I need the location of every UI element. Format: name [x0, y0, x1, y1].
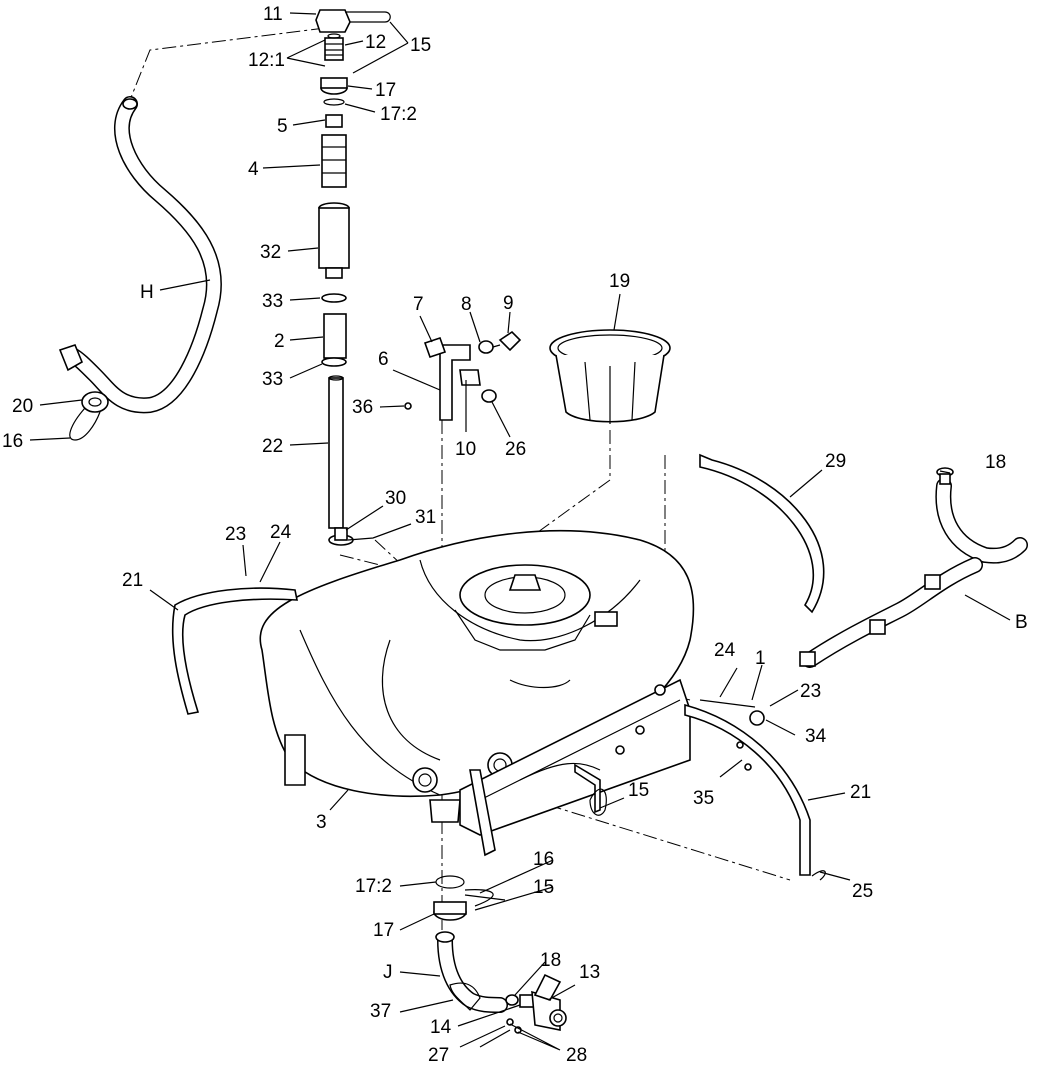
callout-30: 30 — [385, 488, 406, 509]
callout-26: 26 — [505, 439, 526, 460]
callout-20: 20 — [12, 396, 33, 417]
callout-37: 37 — [370, 1001, 391, 1022]
callout-6: 6 — [378, 349, 389, 370]
callout-16-bottom: 16 — [533, 849, 554, 870]
callout-3: 3 — [316, 812, 327, 833]
callout-28: 28 — [566, 1045, 587, 1066]
callout-24-left: 24 — [270, 522, 292, 543]
callout-18-right: 18 — [985, 452, 1006, 473]
callout-17-2-top: 17:2 — [380, 104, 417, 125]
leader-lines — [29, 12, 1011, 1051]
callout-25: 25 — [852, 881, 873, 902]
strap-29 — [699, 453, 825, 614]
callout-15-top: 15 — [410, 35, 431, 56]
callout-17-bottom: 17 — [373, 920, 394, 941]
callout-31: 31 — [415, 507, 436, 528]
strap-21-left — [171, 587, 298, 715]
callout-hose-b: B — [1015, 612, 1028, 633]
callout-34: 34 — [805, 726, 827, 747]
callout-7: 7 — [413, 294, 424, 315]
callout-17-2-bottom: 17:2 — [355, 876, 392, 897]
callout-18-bottom: 18 — [540, 950, 561, 971]
callout-19: 19 — [609, 271, 630, 292]
tank — [259, 529, 695, 857]
callout-21-right: 21 — [850, 782, 871, 803]
callout-24-right: 24 — [714, 640, 736, 661]
callout-hose-j: J — [383, 962, 393, 983]
callout-35: 35 — [693, 788, 714, 809]
callout-23-left: 23 — [225, 524, 246, 545]
callout-15-bottom: 15 — [533, 877, 554, 898]
hose-b — [799, 467, 1028, 668]
callout-8: 8 — [461, 294, 472, 315]
callout-10: 10 — [455, 439, 476, 460]
callout-33-upper: 33 — [262, 291, 283, 312]
callout-5: 5 — [277, 116, 288, 137]
callout-16-left: 16 — [2, 431, 23, 452]
valve-assembly — [404, 330, 522, 421]
callout-14: 14 — [430, 1017, 452, 1038]
hose-h — [58, 96, 222, 441]
callout-4: 4 — [248, 159, 259, 180]
callout-11: 11 — [263, 4, 283, 25]
callout-labels: 11 12 12:1 15 17 17:2 5 4 32 33 2 33 22 … — [2, 4, 1028, 1066]
small-clips — [589, 763, 826, 881]
callout-1: 1 — [755, 648, 766, 669]
callout-36: 36 — [352, 397, 373, 418]
callout-hose-h: H — [140, 282, 154, 303]
strap-21-right — [684, 699, 811, 876]
callout-2: 2 — [274, 331, 285, 352]
callout-29: 29 — [825, 451, 846, 472]
callout-15-right: 15 — [628, 780, 649, 801]
callout-9: 9 — [503, 293, 514, 314]
callout-21-left: 21 — [122, 570, 143, 591]
callout-12: 12 — [365, 32, 386, 53]
callout-13: 13 — [579, 962, 600, 983]
strainer-basket — [549, 329, 671, 424]
callout-27: 27 — [428, 1045, 449, 1066]
callout-17-top: 17 — [375, 80, 396, 101]
callout-32: 32 — [260, 242, 281, 263]
callout-22: 22 — [262, 436, 283, 457]
fill-column — [315, 9, 391, 546]
callout-33-lower: 33 — [262, 369, 283, 390]
callout-23-right: 23 — [800, 681, 821, 702]
callout-12-1: 12:1 — [248, 50, 285, 71]
